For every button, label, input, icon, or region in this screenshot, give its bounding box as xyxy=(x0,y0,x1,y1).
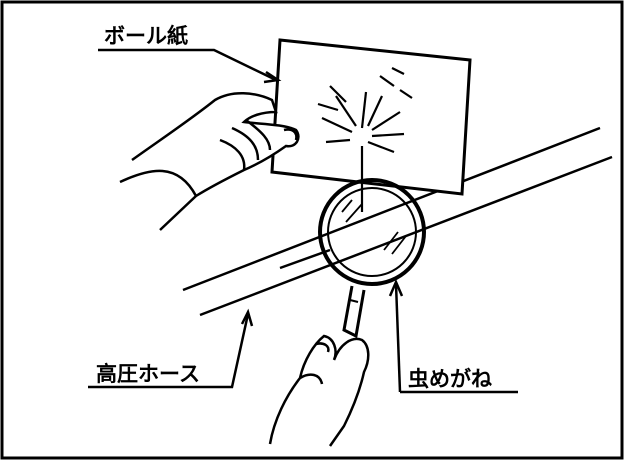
label-high-pressure-hose: 高圧ホース xyxy=(96,362,200,386)
hand-icon xyxy=(119,92,300,231)
label-cardboard: ボール紙 xyxy=(104,24,188,48)
label-magnifying-glass: 虫めがね xyxy=(408,367,492,391)
hand-icon xyxy=(268,334,370,447)
magnifying-glass-icon xyxy=(318,178,426,339)
cardboard-sheet xyxy=(270,38,472,212)
leader-lines xyxy=(88,48,518,394)
sparkle-icon xyxy=(317,67,413,212)
